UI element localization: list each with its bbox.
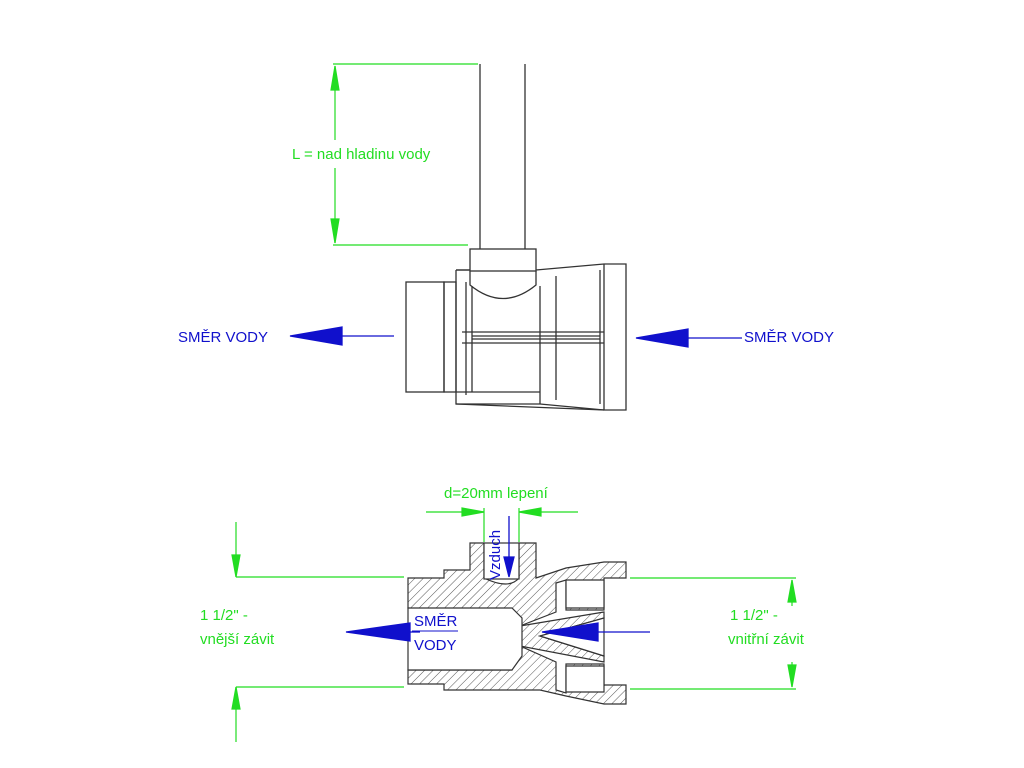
air-label: Vzduch [487,530,504,580]
outer-thread-label-line2: vnější závit [200,631,275,648]
section-flow-label-line1: SMĚR [414,613,458,630]
pipe-diameter-label: d=20mm lepení [444,485,549,502]
pipe-socket [469,248,537,299]
dimension-outer-thread [231,522,404,742]
section-flow-arrow [345,622,650,642]
dimension-pipe-diameter [426,507,578,542]
section-flow-label-line2: VODY [414,637,457,654]
flow-direction-right-label: SMĚR VODY [744,329,834,346]
dimension-length [330,63,478,246]
top-view: L = nad hladinu vody SMĚR VODY SMĚR VODY [178,63,834,411]
outer-thread-label-line1: 1 1/2" - [200,607,248,624]
fitting-body [405,263,627,411]
pipe-length-label: L = nad hladinu vody [292,146,431,163]
air-arrow [503,516,515,578]
flow-arrow-right [635,328,742,348]
flow-direction-left-label: SMĚR VODY [178,329,268,346]
inner-thread-label-line2: vnitřní závit [728,631,805,648]
flow-arrow-left [289,326,394,346]
dimension-inner-thread [630,577,797,690]
section-view: d=20mm lepení Vzduch SMĚR VODY 1 1/2" - … [200,485,805,742]
vertical-pipe [479,64,526,249]
inner-thread-label-line1: 1 1/2" - [730,607,778,624]
